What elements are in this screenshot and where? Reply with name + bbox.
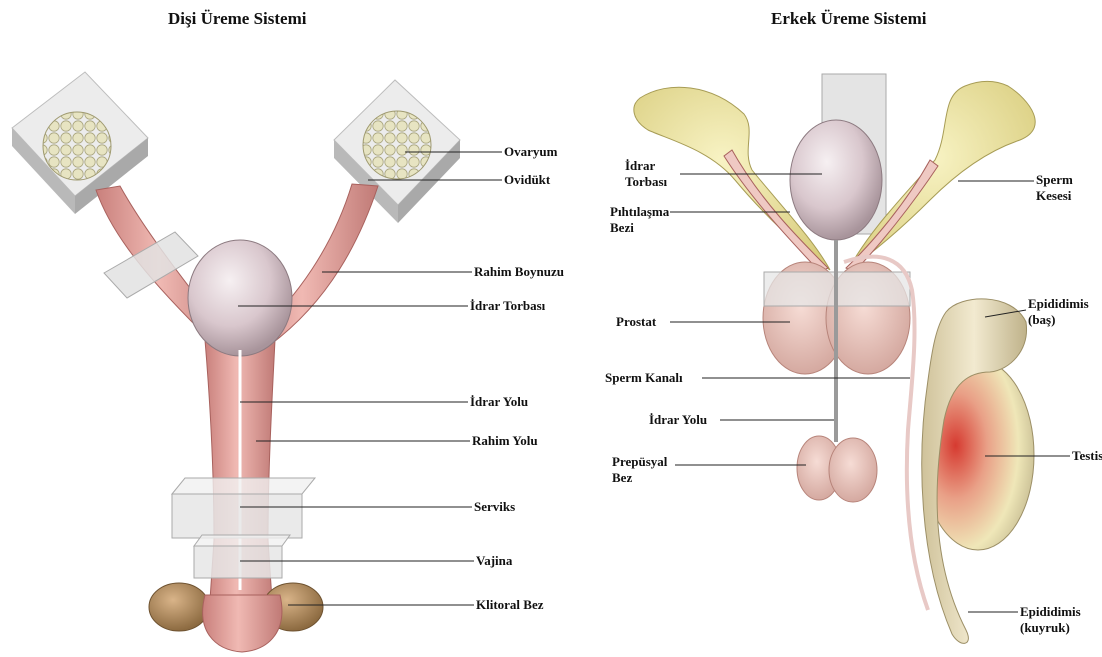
label-ovaryum: Ovaryum: [504, 144, 557, 160]
label-epididimis-bas-line2: (baş): [1028, 312, 1089, 328]
label-sperm-kesesi-line2: Kesesi: [1036, 188, 1073, 204]
male-title: Erkek Üreme Sistemi: [771, 9, 927, 29]
left-ovary: [43, 112, 111, 180]
label-idrar-yolu-male: İdrar Yolu: [649, 412, 707, 428]
vagina-block: [194, 535, 290, 578]
label-prepusyal-line2: Bez: [612, 470, 667, 486]
label-rahim-yolu: Rahim Yolu: [472, 433, 538, 449]
female-anatomy: [12, 72, 460, 652]
label-idrar-torbasi-female: İdrar Torbası: [470, 298, 545, 314]
label-epididimis-bas-line1: Epididimis: [1028, 296, 1089, 312]
label-prepusyal-line1: Prepüsyal: [612, 454, 667, 470]
male-bladder: [790, 120, 882, 240]
right-preputial-gland: [829, 438, 877, 502]
label-epididimis-kuyruk-line2: (kuyruk): [1020, 620, 1081, 636]
female-bladder: [188, 240, 292, 356]
label-idrar-torbasi-male: İdrar Torbası: [625, 158, 667, 190]
label-epididimis-bas: Epididimis (baş): [1028, 296, 1089, 328]
label-sperm-kanali: Sperm Kanalı: [605, 370, 683, 386]
label-serviks: Serviks: [474, 499, 515, 515]
left-clitoral-gland: [149, 583, 209, 631]
label-testis: Testis: [1072, 448, 1102, 464]
label-klitoral-bez: Klitoral Bez: [476, 597, 544, 613]
label-idrar-torbasi-line2: Torbası: [625, 174, 667, 190]
vulva: [203, 595, 282, 652]
label-sperm-kesesi: Sperm Kesesi: [1036, 172, 1073, 204]
female-title: Dişi Üreme Sistemi: [168, 9, 307, 29]
label-rahim-boynuzu: Rahim Boynuzu: [474, 264, 564, 280]
label-ovidukt: Ovidükt: [504, 172, 550, 188]
label-idrar-torbasi-line1: İdrar: [625, 158, 667, 174]
label-pihtilasma-line1: Pıhtılaşma: [610, 204, 669, 220]
male-anatomy: [634, 74, 1035, 643]
right-ovary: [363, 111, 431, 179]
label-vajina: Vajina: [476, 553, 512, 569]
label-prostat: Prostat: [616, 314, 656, 330]
label-prepusyal-bez: Prepüsyal Bez: [612, 454, 667, 486]
label-pihtilasma-line2: Bezi: [610, 220, 669, 236]
label-epididimis-kuyruk: Epididimis (kuyruk): [1020, 604, 1081, 636]
label-epididimis-kuyruk-line1: Epididimis: [1020, 604, 1081, 620]
cervix-block: [172, 478, 315, 538]
label-idrar-yolu-female: İdrar Yolu: [470, 394, 528, 410]
label-sperm-kesesi-line1: Sperm: [1036, 172, 1073, 188]
label-pihtilasma-bezi: Pıhtılaşma Bezi: [610, 204, 669, 236]
